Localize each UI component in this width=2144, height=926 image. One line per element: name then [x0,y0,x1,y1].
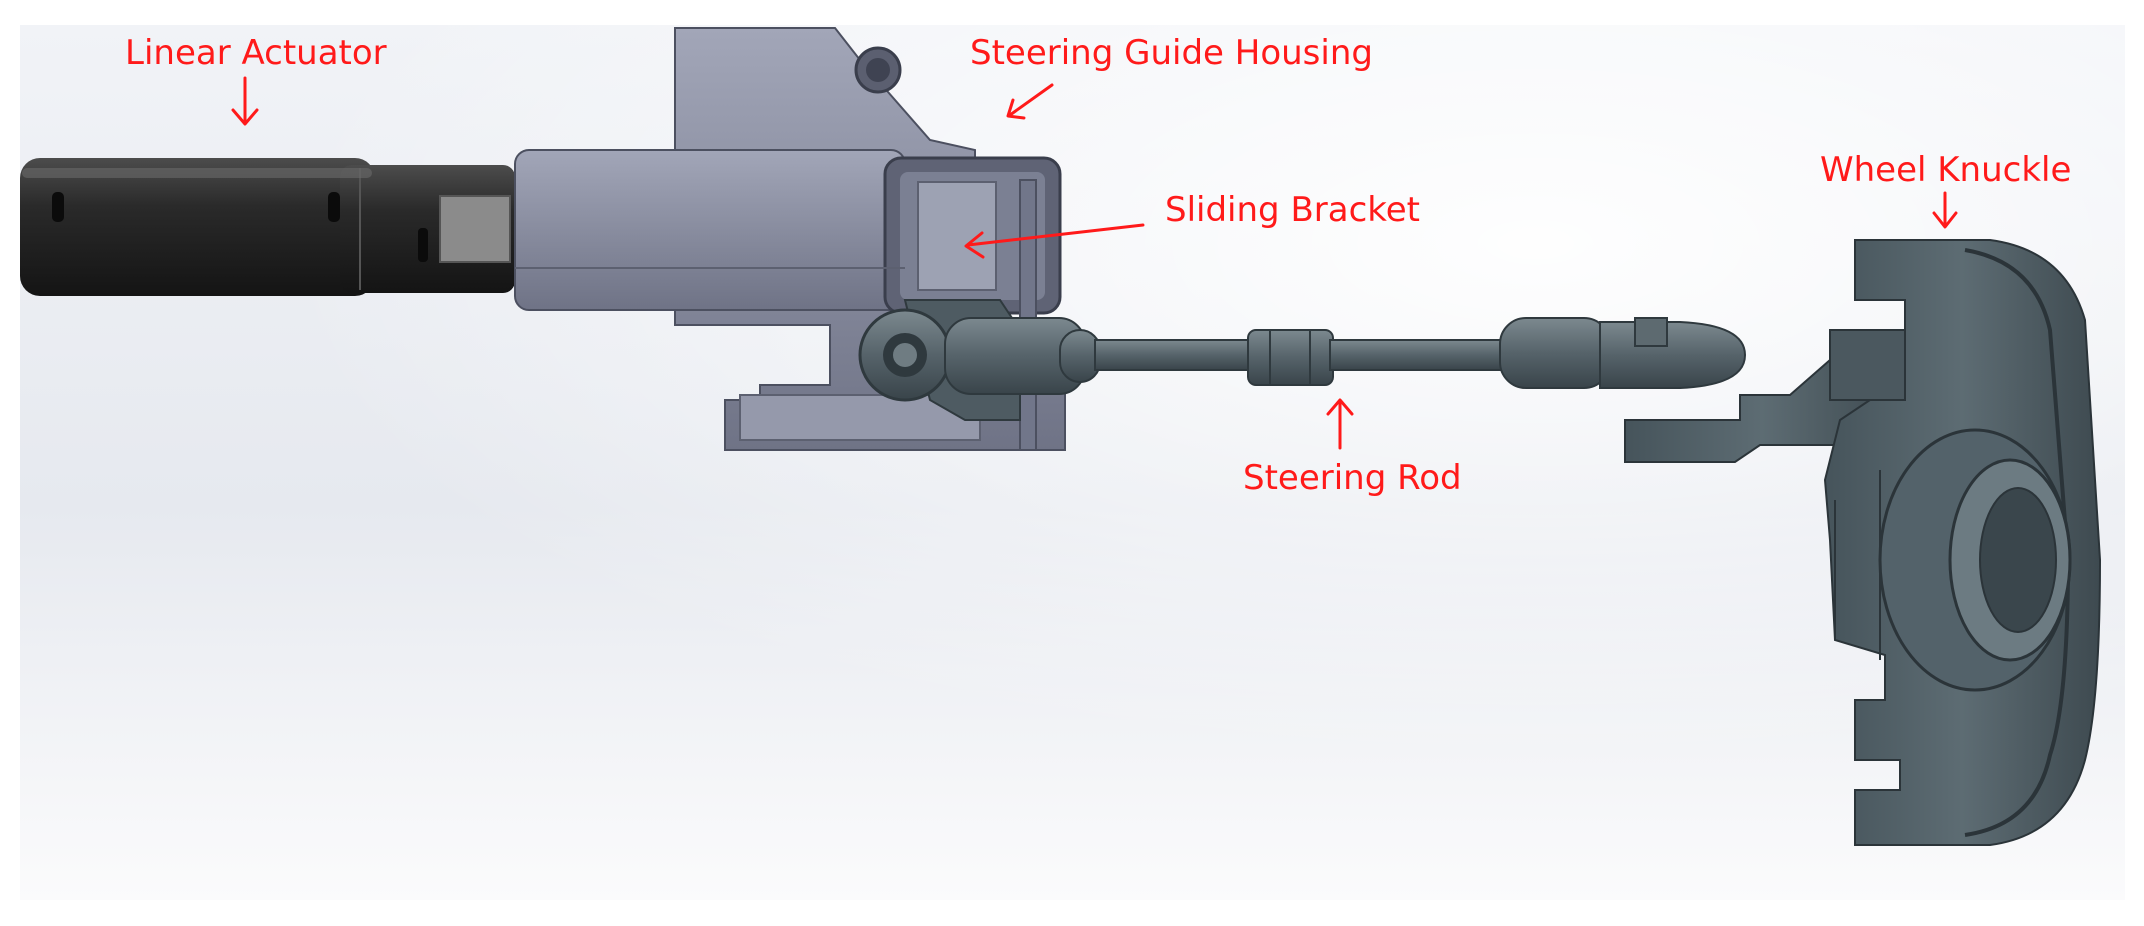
arrow-steering-rod [1326,398,1354,450]
arrow-linear-actuator [231,76,259,126]
wheel-knuckle-part [1624,239,2102,846]
label-sliding-bracket: Sliding Bracket [1165,190,1420,230]
arrow-sliding-bracket [964,223,1145,259]
label-steering-rod: Steering Rod [1243,458,1462,498]
label-wheel-knuckle: Wheel Knuckle [1820,150,2072,190]
label-linear-actuator: Linear Actuator [125,33,387,73]
arrow-steering-guide-housing [1006,83,1054,120]
steering-rod-part [944,317,1747,395]
linear-actuator-part [20,158,515,296]
label-steering-guide-housing: Steering Guide Housing [970,33,1373,73]
arrow-wheel-knuckle [1932,191,1958,229]
viewport-highlight [20,25,2125,900]
callout-arrows [231,76,1958,450]
